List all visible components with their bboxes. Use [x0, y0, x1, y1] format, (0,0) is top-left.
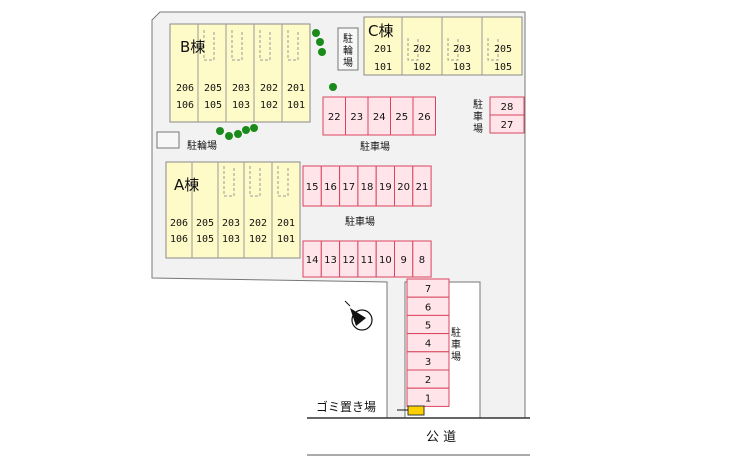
vertical-label-char: 場	[473, 122, 483, 135]
building-a-title: A棟	[174, 176, 199, 194]
parking-slot	[412, 240, 432, 278]
unit-label: 201	[374, 44, 392, 55]
unit-label: 201	[277, 218, 295, 229]
parking-slot-number: 11	[361, 255, 374, 266]
parking-slot-number: 16	[324, 182, 337, 193]
unit-label: 103	[453, 62, 471, 73]
vertical-label-char: 場	[451, 350, 461, 363]
parking-label-lower: 駐車場	[451, 326, 461, 363]
parking-row-15-21: 15 16 17 18 19 20 21	[302, 165, 432, 207]
unit-label: 103	[232, 100, 250, 111]
vertical-label-char: 駐	[451, 326, 461, 339]
building-a: A棟 206 205 203 202 201 106 105 103 102 101	[165, 161, 301, 259]
unit-label: 105	[204, 100, 222, 111]
parking-label-right: 駐車場	[473, 98, 483, 135]
parking-slot-number: 15	[306, 182, 319, 193]
parking-slot-number: 28	[501, 102, 514, 113]
parking-column-7-1: 7 6 5 4 3 2 1	[406, 278, 450, 407]
vertical-label-char: 場	[343, 56, 353, 69]
building-c-title: C棟	[368, 22, 393, 40]
unit-label: 101	[277, 234, 295, 245]
unit-label: 105	[494, 62, 512, 73]
parking-slot	[406, 387, 450, 407]
parking-slot-number: 6	[425, 302, 431, 313]
unit-label: 205	[494, 44, 512, 55]
building-c: C棟 201 202 203 205 101 102 103 105	[363, 16, 523, 76]
unit-label: 105	[196, 234, 214, 245]
unit-label: 206	[176, 83, 194, 94]
parking-slot-number: 4	[425, 339, 431, 350]
bicycle-parking-c-label: 駐輪場	[343, 32, 353, 69]
unit-label: 203	[222, 218, 240, 229]
unit-label: 202	[249, 218, 267, 229]
unit-label: 201	[287, 83, 305, 94]
parking-slot-number: 12	[342, 255, 355, 266]
unit-label: 205	[196, 218, 214, 229]
parking-slot-number: 8	[419, 255, 425, 266]
unit-label: 206	[170, 218, 188, 229]
unit-label: 101	[287, 100, 305, 111]
parking-slot-number: 26	[418, 112, 431, 123]
unit-label: 106	[176, 100, 194, 111]
parking-row-14-8: 14 13 12 11 10 9 8	[302, 240, 432, 278]
parking-label-upper: 駐車場	[360, 140, 390, 153]
parking-slot-number: 20	[397, 182, 410, 193]
parking-slot-number: 19	[379, 182, 392, 193]
building-b-units: 206 205 203 202 201 106 105 103 102 101	[176, 83, 305, 111]
unit-label: 106	[170, 234, 188, 245]
unit-label: 203	[232, 83, 250, 94]
unit-label: 102	[249, 234, 267, 245]
parking-slot-number: 1	[425, 393, 431, 404]
vertical-label-char: 輪	[343, 44, 353, 57]
unit-label: 205	[204, 83, 222, 94]
parking-slot-number: 22	[328, 112, 341, 123]
parking-slot-number: 10	[379, 255, 392, 266]
north-compass-icon	[344, 300, 373, 331]
public-road-label: 公 道	[426, 430, 456, 445]
parking-slot	[489, 114, 525, 134]
parking-slot-number: 9	[400, 255, 406, 266]
parking-slot-number: 14	[306, 255, 319, 266]
parking-slot-number: 23	[350, 112, 363, 123]
parking-slot-number: 21	[416, 182, 429, 193]
unit-label: 202	[413, 44, 431, 55]
parking-slot-number: 25	[395, 112, 408, 123]
garbage-area	[407, 405, 425, 416]
parking-slot-number: 27	[501, 120, 514, 131]
vertical-label-char: 駐	[473, 98, 483, 111]
parking-slot	[412, 96, 436, 136]
parking-slot	[412, 165, 432, 207]
unit-label: 102	[413, 62, 431, 73]
vertical-label-char: 車	[451, 338, 461, 351]
parking-row-22-26: 22 23 24 25 26	[322, 96, 436, 136]
unit-label: 202	[260, 83, 278, 94]
parking-label-middle: 駐車場	[345, 215, 375, 228]
garbage-label: ゴミ置き場	[316, 399, 376, 414]
bicycle-parking-b	[156, 131, 180, 149]
unit-label: 103	[222, 234, 240, 245]
building-b-title: B棟	[180, 38, 205, 56]
building-a-units: 206 205 203 202 201 106 105 103 102 101	[170, 218, 295, 245]
parking-slot-number: 17	[342, 182, 355, 193]
parking-slot-number: 24	[373, 112, 386, 123]
parking-slot-number: 18	[361, 182, 374, 193]
building-b: B棟 206 205 203 202 201 106 105 103 102 101	[169, 23, 311, 123]
building-c-units: 201 202 203 205 101 102 103 105	[374, 44, 512, 73]
trees	[216, 29, 337, 140]
unit-label: 203	[453, 44, 471, 55]
bicycle-parking-c	[337, 27, 359, 71]
unit-label: 101	[374, 62, 392, 73]
parking-column-28-27: 28 27	[489, 96, 525, 134]
parking-slot-number: 7	[425, 284, 431, 295]
parking-slot-number: 5	[425, 321, 431, 332]
unit-label: 102	[260, 100, 278, 111]
bicycle-parking-b-label: 駐輪場	[187, 139, 217, 152]
parking-slot-number: 13	[324, 255, 337, 266]
vertical-label-char: 車	[473, 110, 483, 123]
parking-slot-number: 2	[425, 375, 431, 386]
parking-slot-number: 3	[425, 357, 431, 368]
vertical-label-char: 駐	[343, 32, 353, 45]
